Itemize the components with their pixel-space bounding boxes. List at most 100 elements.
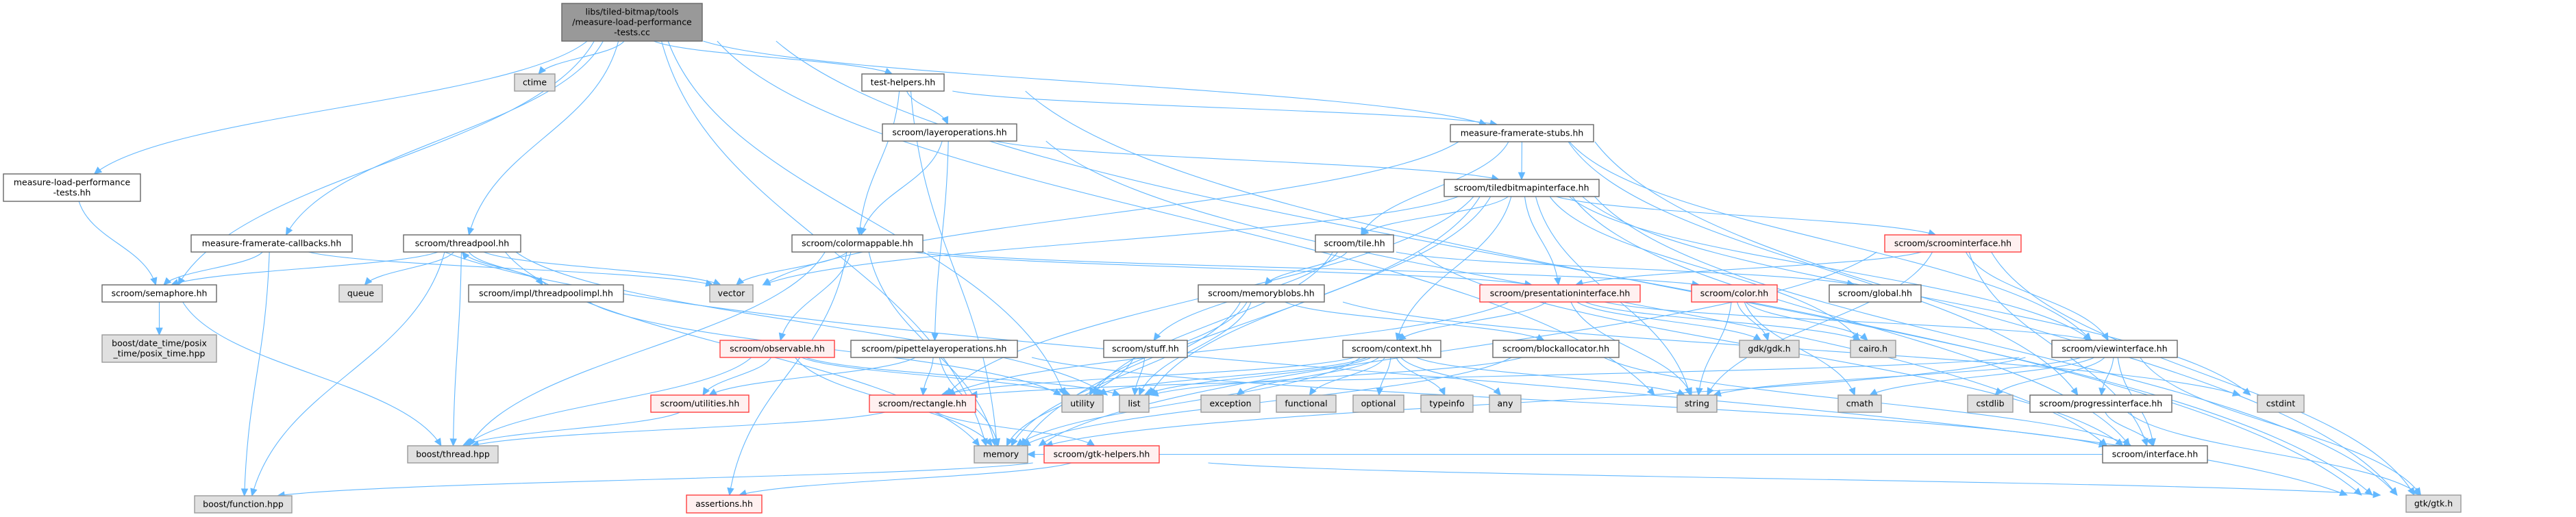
edge-line xyxy=(1415,357,1685,396)
arrowhead-icon xyxy=(1153,332,1161,342)
node-context[interactable]: scroom/context.hh xyxy=(1342,340,1441,358)
node-viewinterface[interactable]: scroom/viewinterface.hh xyxy=(2051,340,2178,358)
edge-color-to-gdk xyxy=(1737,301,1770,342)
edge-line xyxy=(739,462,1072,496)
edge-line xyxy=(308,251,713,286)
node-interface[interactable]: scroom/interface.hh xyxy=(2102,445,2208,464)
node-utilities[interactable]: scroom/utilities.hh xyxy=(650,394,750,413)
edge-presentation-to-gdk xyxy=(1576,301,1762,341)
node-box xyxy=(2051,340,2178,358)
edge-line xyxy=(729,251,847,496)
arrowhead-icon xyxy=(2146,438,2153,447)
arrowhead-icon xyxy=(1052,388,1062,396)
node-box xyxy=(1837,394,1882,413)
edge-line xyxy=(538,40,625,75)
node-box xyxy=(1850,340,1896,358)
node-scroominterface[interactable]: scroom/scroominterface.hh xyxy=(1884,234,2022,253)
edge-mfstubs-to-gtk xyxy=(1594,141,2398,496)
node-progress[interactable]: scroom/progressinterface.hh xyxy=(2029,394,2172,413)
edge-threadpool-to-boostthread xyxy=(449,251,462,447)
edge-mfcallbacks-to-semaphore xyxy=(163,251,263,286)
node-pipette[interactable]: scroom/pipettelayeroperations.hh xyxy=(850,340,1018,358)
node-threadpoolimpl[interactable]: scroom/impl/threadpoolimpl.hh xyxy=(468,284,624,303)
node-mfstubs[interactable]: measure-framerate-stubs.hh xyxy=(1450,124,1594,142)
node-box xyxy=(1444,179,1600,197)
node-label: scroom/global.hh xyxy=(1838,288,1912,299)
node-label: memory xyxy=(983,449,1019,459)
node-box xyxy=(719,340,835,358)
node-box xyxy=(1043,445,1160,464)
node-gtkhelpers[interactable]: scroom/gtk-helpers.hh xyxy=(1043,445,1160,464)
node-stuff[interactable]: scroom/stuff.hh xyxy=(1103,340,1188,358)
node-colormappable[interactable]: scroom/colormappable.hh xyxy=(791,234,924,253)
edge-rectangle-to-gtkhelpers xyxy=(937,412,1095,446)
node-ctime: ctime xyxy=(514,73,556,92)
edge-tbi-to-presentation xyxy=(1524,196,1561,286)
arrowhead-icon xyxy=(884,68,893,75)
node-global[interactable]: scroom/global.hh xyxy=(1829,284,1922,303)
node-observable[interactable]: scroom/observable.hh xyxy=(719,340,835,358)
edge-semaphore-to-posixtime xyxy=(156,302,163,336)
edge-line xyxy=(471,412,885,446)
arrowhead-icon xyxy=(467,227,475,236)
node-assertions[interactable]: assertions.hh xyxy=(686,494,763,514)
node-threadpool[interactable]: scroom/threadpool.hh xyxy=(403,234,521,253)
node-boostthread: boost/thread.hpp xyxy=(407,445,499,464)
arrowhead-icon xyxy=(1111,389,1121,396)
edge-line xyxy=(462,412,680,446)
node-box xyxy=(686,494,763,514)
edge-line xyxy=(970,357,2020,396)
edge-line xyxy=(763,141,1459,286)
node-root[interactable]: libs/tiled-bitmap/tools/measure-load-per… xyxy=(561,3,703,42)
arrowhead-icon xyxy=(538,66,547,75)
edge-colormappable-to-observable xyxy=(778,251,852,342)
arrowhead-icon xyxy=(1006,438,1013,447)
edge-layerops-to-colormappable xyxy=(859,140,943,236)
edge-line xyxy=(452,251,462,446)
node-tbi[interactable]: scroom/tiledbitmapinterface.hh xyxy=(1444,179,1600,197)
edge-line xyxy=(171,251,438,286)
edge-tbi-to-context xyxy=(1395,196,1512,342)
edge-testhelpers-to-mfstubs xyxy=(952,90,1498,127)
edge-line xyxy=(952,90,1498,125)
node-testhelpers[interactable]: test-helpers.hh xyxy=(861,73,945,92)
arrowhead-icon xyxy=(2353,488,2362,496)
node-vector: vector xyxy=(709,284,754,303)
node-color[interactable]: scroom/color.hh xyxy=(1691,284,1778,303)
edge-line xyxy=(1361,141,1509,236)
node-box xyxy=(1200,394,1261,413)
node-cairo: cairo.h xyxy=(1850,340,1896,358)
edge-memoryblobs-to-list xyxy=(1138,301,1252,396)
node-box xyxy=(2029,394,2172,413)
node-tile[interactable]: scroom/tile.hh xyxy=(1315,234,1394,253)
node-layerops[interactable]: scroom/layeroperations.hh xyxy=(882,123,1017,142)
node-string: string xyxy=(1676,394,1718,413)
edge-mlpt-to-semaphore xyxy=(78,201,158,286)
edge-line xyxy=(1994,357,2105,396)
node-label: boost/function.hpp xyxy=(203,499,284,509)
arrowhead-icon xyxy=(1150,389,1159,396)
node-presentation[interactable]: scroom/presentationinterface.hh xyxy=(1479,284,1641,303)
node-memoryblobs[interactable]: scroom/memoryblobs.hh xyxy=(1198,284,1325,303)
edge-viewinterface-to-progress xyxy=(2098,357,2114,396)
edges-layer xyxy=(78,40,2422,499)
node-label: boost/date_time/posix xyxy=(112,338,207,349)
edge-line xyxy=(1569,141,2092,341)
node-rectangle[interactable]: scroom/rectangle.hh xyxy=(869,394,976,413)
arrowhead-icon xyxy=(150,277,158,286)
node-mfcallbacks[interactable]: measure-framerate-callbacks.hh xyxy=(190,234,353,253)
arrowhead-icon xyxy=(919,388,928,396)
edge-line xyxy=(1604,301,2093,341)
arrowhead-icon xyxy=(713,279,721,286)
node-box xyxy=(1739,340,1800,358)
edge-layerops-to-tbi xyxy=(995,140,1500,181)
edge-line xyxy=(1309,357,1385,396)
node-mlpt[interactable]: measure-load-performance-tests.hh xyxy=(3,173,141,202)
node-semaphore[interactable]: scroom/semaphore.hh xyxy=(101,284,217,303)
node-cmath: cmath xyxy=(1837,394,1882,413)
edge-memoryblobs-to-memory xyxy=(1011,301,1241,447)
node-label: scroom/observable.hh xyxy=(730,344,825,354)
edge-line xyxy=(1031,357,2107,446)
node-blockallocator[interactable]: scroom/blockallocator.hh xyxy=(1492,340,1620,358)
node-box xyxy=(403,234,521,253)
